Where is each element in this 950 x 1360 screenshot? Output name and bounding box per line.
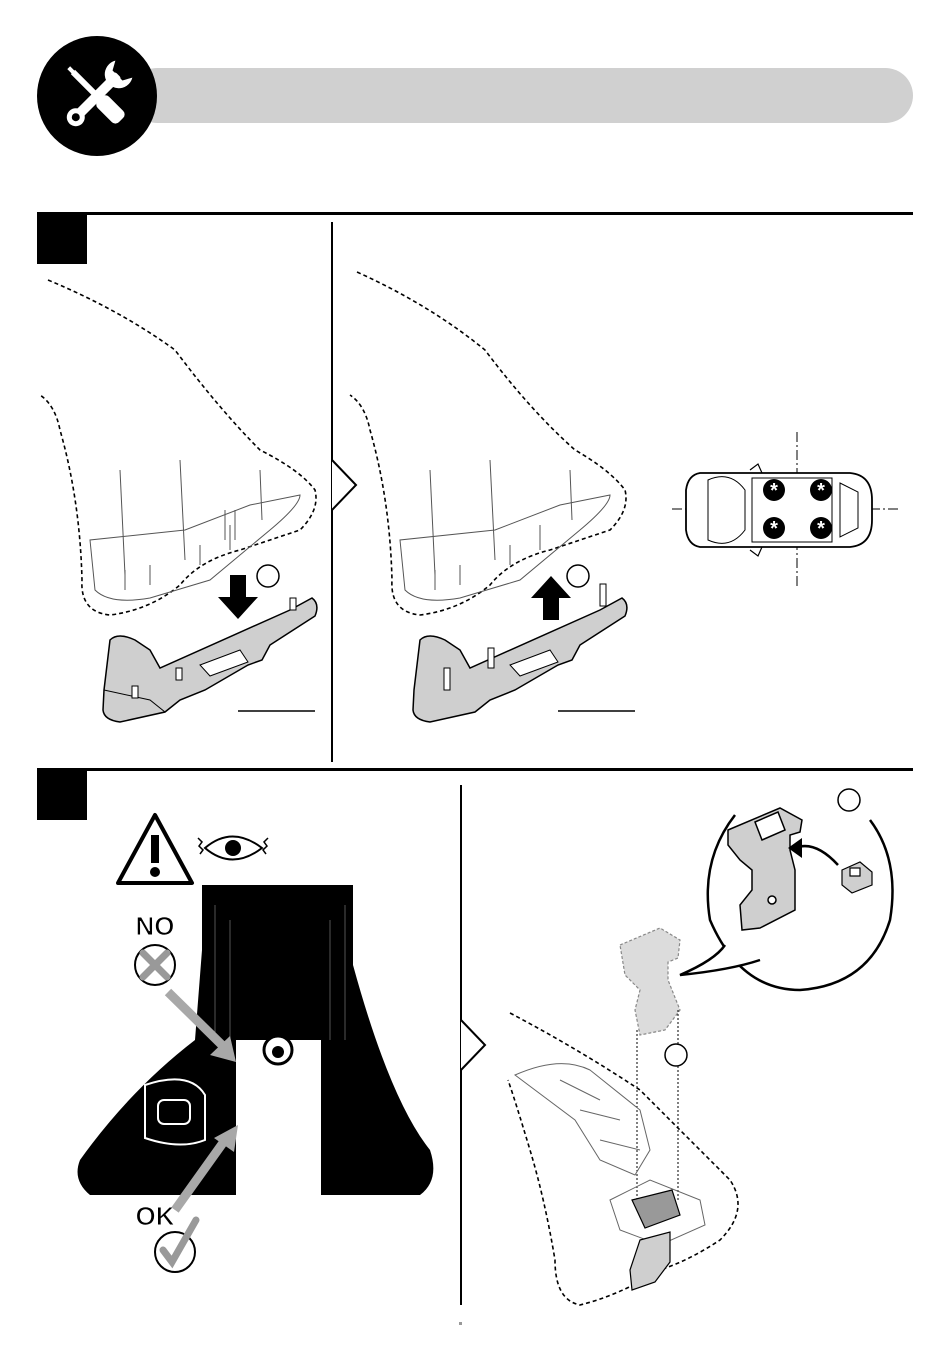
car-marker: * bbox=[770, 518, 778, 540]
foot-outline-step2 bbox=[508, 1013, 738, 1305]
callout-circle-left bbox=[257, 565, 279, 587]
car-top-view: * * * * bbox=[672, 432, 900, 588]
car-marker: * bbox=[817, 480, 825, 502]
no-label: NO bbox=[136, 911, 175, 941]
foot-outline-left bbox=[40, 280, 316, 615]
ghost-clip bbox=[620, 928, 680, 1035]
tools-icon bbox=[37, 36, 157, 156]
foot-base-black bbox=[78, 885, 434, 1195]
car-marker: * bbox=[770, 480, 778, 502]
car-marker: * bbox=[817, 518, 825, 540]
down-arrow bbox=[218, 575, 258, 619]
step1-illustration: * * * * bbox=[0, 214, 950, 769]
page-mark bbox=[459, 1322, 462, 1325]
pad-mid bbox=[413, 584, 627, 722]
slot-clip bbox=[630, 1190, 680, 1290]
step-arrow-chevron bbox=[332, 460, 356, 510]
callout-circle-mid bbox=[567, 565, 589, 587]
header-bar bbox=[130, 68, 913, 123]
ok-label: OK bbox=[136, 1201, 175, 1231]
pad-left bbox=[103, 598, 317, 722]
callout-circle-zoom bbox=[838, 789, 860, 811]
no-cross-icon bbox=[135, 945, 175, 985]
tools-badge bbox=[37, 36, 157, 156]
foot-detail-step2 bbox=[515, 1064, 705, 1245]
zoom-bubble bbox=[680, 789, 893, 990]
eye-icon bbox=[198, 837, 268, 860]
callout-circle-part bbox=[665, 1044, 687, 1066]
up-arrow bbox=[531, 576, 571, 620]
step2-illustration: NO OK bbox=[0, 770, 950, 1350]
step-arrow-chevron bbox=[461, 1020, 485, 1070]
warning-icon bbox=[118, 815, 192, 883]
foot-outline-mid bbox=[350, 272, 626, 615]
